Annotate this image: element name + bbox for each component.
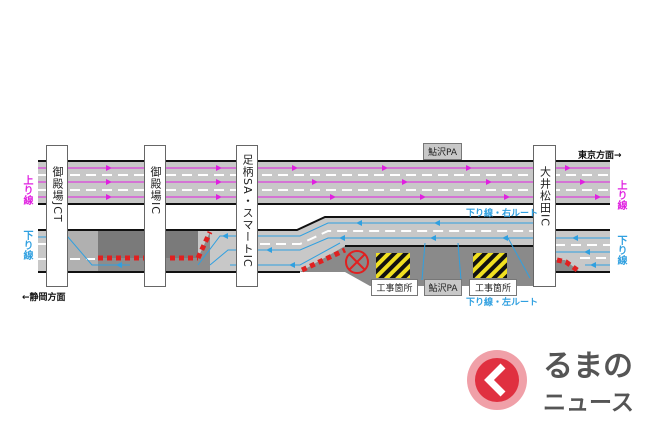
interchange-label: 御殿場IC (149, 166, 162, 215)
up-carriageway (38, 160, 610, 205)
closed-icon (345, 250, 369, 274)
shizuoka-direction: ←静岡方面 (22, 293, 66, 303)
construction-zone (473, 253, 507, 278)
down-line-label-left: 下り線 (21, 230, 32, 260)
works-label: 工事箇所 (469, 279, 517, 296)
interchange-label: 大井松田IC (538, 166, 552, 227)
pa-label-bottom: 鮎沢PA (424, 279, 462, 296)
up-line-label-left: 上り線 (21, 175, 32, 205)
right-route-label: 下り線・右ルート (466, 209, 539, 219)
left-route-label: 下り線・左ルート (466, 298, 539, 308)
up-direction-arrows (106, 165, 601, 200)
pillar-oimatsuda-ic: 大井松田IC (533, 145, 556, 287)
construction-zone (376, 253, 410, 278)
pillar-gotemba-jct: 御殿場JCT (46, 145, 68, 287)
pillar-ashigara-sa: 足柄SA・スマートIC (236, 145, 258, 287)
interchange-label: 御殿場JCT (51, 166, 64, 223)
down-direction-arrows (116, 220, 596, 268)
pillar-gotemba-ic: 御殿場IC (144, 145, 166, 287)
logo-text-bottom: ニュース (543, 390, 634, 416)
works-label: 工事箇所 (371, 279, 418, 296)
down-line-label-right: 下り線 (615, 235, 626, 265)
interchange-label: 足柄SA・スマートIC (241, 154, 254, 268)
pa-label-top: 鮎沢PA (423, 143, 462, 160)
up-line-label-right: 上り線 (615, 180, 626, 210)
down-carriageway (38, 216, 610, 286)
logo-icon (467, 350, 527, 410)
tokyo-direction: 東京方面→ (578, 151, 622, 161)
logo-text-top: るまの (543, 349, 633, 384)
